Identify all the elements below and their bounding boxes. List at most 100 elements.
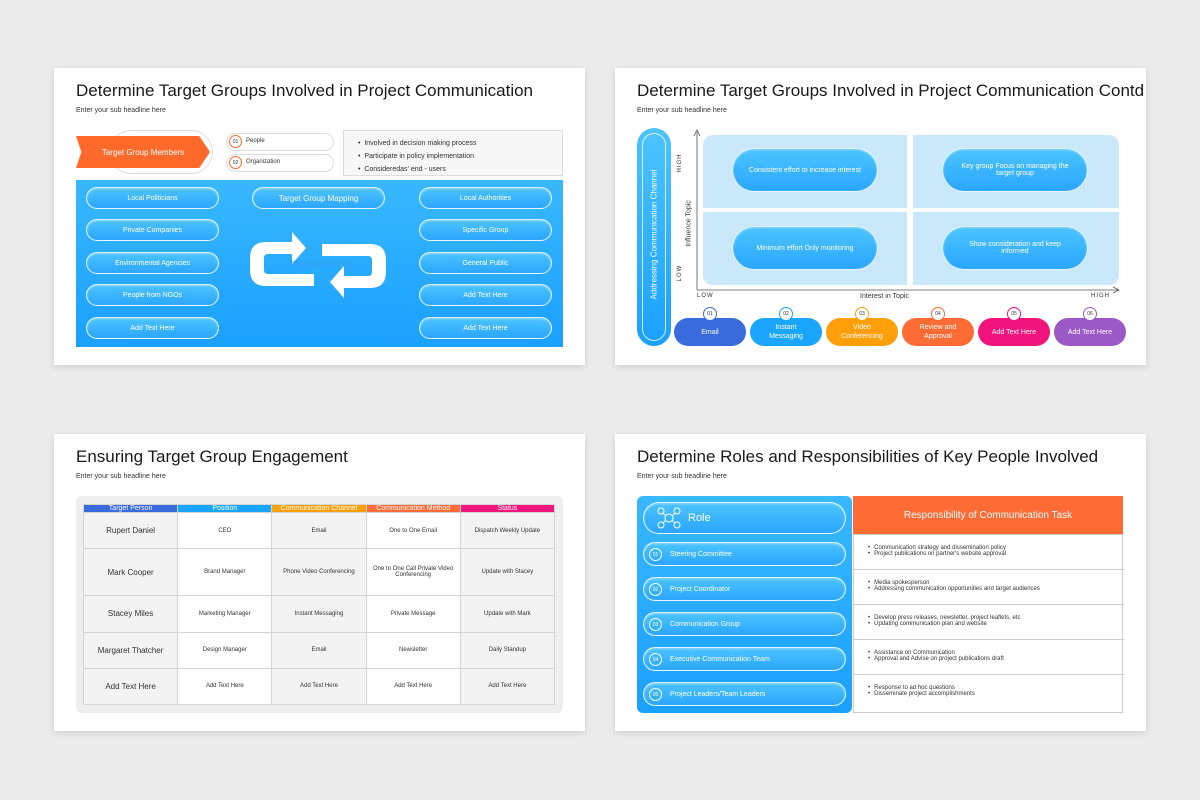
channel-number: 03	[855, 307, 869, 321]
channel-button[interactable]: Add Text Here	[978, 318, 1050, 346]
responsibility-item: Response to ad hoc questions	[868, 685, 1124, 691]
channel-button[interactable]: Video Conferencing	[826, 318, 898, 346]
role-label: Steering Committee	[670, 550, 732, 558]
network-icon	[657, 507, 681, 529]
responsibility-item: Media spokesperson	[868, 580, 1124, 586]
table-cell: Instant Messaging	[271, 595, 367, 633]
channel-label: Add Text Here	[1067, 328, 1113, 336]
channel-button[interactable]: Instant Messaging	[750, 318, 822, 346]
role-label: Project Leaders/Team Leaders	[670, 690, 766, 698]
cycle-arrows-icon	[250, 232, 386, 298]
responsibility-panel: Responsibility of Communication Task Com…	[853, 496, 1124, 713]
option-people[interactable]: 01 People	[226, 133, 334, 151]
header-status: Status	[459, 504, 556, 513]
left-item[interactable]: Private Companies	[86, 219, 219, 241]
role-number: 03	[649, 618, 662, 631]
channel-label: Review and Approval	[919, 324, 957, 340]
channel-button[interactable]: Email	[674, 318, 746, 346]
right-item[interactable]: Specific Group	[419, 219, 552, 241]
target-members-arrow: Target Group Members	[76, 136, 210, 168]
slide-target-groups-contd: Determine Target Groups Involved in Proj…	[615, 68, 1146, 365]
table-container: Target Person Position Communication Cha…	[76, 496, 563, 713]
table-cell: Add Text Here	[271, 667, 367, 706]
responsibility-item: Project publications on partner's websit…	[868, 551, 1124, 557]
slide-subtitle: Enter your sub headline here	[76, 107, 166, 114]
table-cell: Private Message	[365, 595, 461, 633]
role-number: 02	[649, 583, 662, 596]
role-header: Role	[643, 502, 846, 534]
table-cell: Phone Video Conferencing	[271, 548, 367, 597]
x-high-label: HIGH	[1091, 293, 1110, 299]
role-number: 01	[649, 548, 662, 561]
slide-title: Determine Roles and Responsibilities of …	[637, 447, 1099, 466]
y-low-label: LOW	[677, 264, 683, 282]
table-cell: Dispatch Weekly Update	[459, 511, 556, 550]
mapping-label[interactable]: Target Group Mapping	[252, 187, 385, 209]
quadrant-label[interactable]: Key group Focus on managing the target g…	[942, 148, 1088, 192]
right-item[interactable]: General Public	[419, 252, 552, 274]
slide-subtitle: Enter your sub headline here	[637, 107, 727, 114]
channel-label: Email	[701, 328, 719, 336]
role-item[interactable]: 03 Communication Group	[643, 612, 846, 636]
channel-number: 04	[931, 307, 945, 321]
role-header-label: Role	[688, 512, 711, 524]
option-label: Organization	[246, 159, 281, 165]
role-item[interactable]: 01 Steering Committee	[643, 542, 846, 566]
table-cell: Daily Standup	[459, 631, 556, 669]
slide-subtitle: Enter your sub headline here	[76, 473, 166, 480]
left-item[interactable]: Local Politicians	[86, 187, 219, 209]
channel-button[interactable]: Review and Approval	[902, 318, 974, 346]
slide-engagement: Ensuring Target Group Engagement Enter y…	[54, 434, 585, 731]
right-item[interactable]: Add Text Here	[419, 317, 552, 339]
role-label: Communication Group	[670, 620, 741, 628]
table-cell: Email	[271, 631, 367, 669]
option-number: 01	[229, 135, 242, 148]
responsibility-item: Assistance on Communication	[868, 650, 1124, 656]
slide-title: Ensuring Target Group Engagement	[76, 447, 348, 466]
role-item[interactable]: 02 Project Coordinator	[643, 577, 846, 601]
responsibility-item: Addressing communication opportunities a…	[868, 586, 1124, 592]
x-low-label: LOW	[697, 293, 714, 299]
left-item[interactable]: People from NGOs	[86, 284, 219, 306]
quadrant-label[interactable]: Minimum effort Only monitoring	[732, 226, 878, 270]
channel-label: Add Text Here	[991, 328, 1037, 336]
table-cell: Mark Cooper	[82, 548, 179, 597]
table-cell: Add Text Here	[177, 667, 273, 706]
right-item[interactable]: Add Text Here	[419, 284, 552, 306]
responsibility-row: Communication strategy and dissemination…	[854, 535, 1124, 570]
slide-title: Determine Target Groups Involved in Proj…	[76, 81, 534, 100]
table-cell: Update with Stacey	[459, 548, 556, 597]
responsibility-row: Develop press releases, newsletter, proj…	[854, 605, 1124, 640]
responsibility-list: Communication strategy and dissemination…	[853, 534, 1124, 713]
channel-button[interactable]: Add Text Here	[1054, 318, 1126, 346]
left-item[interactable]: Environmental Agencies	[86, 252, 219, 274]
table-cell: Margaret Thatcher	[82, 631, 179, 669]
right-item[interactable]: Local Authorities	[419, 187, 552, 209]
role-label: Project Coordinator	[670, 585, 731, 593]
responsibility-item: Communication strategy and dissemination…	[868, 545, 1124, 551]
quadrant-label[interactable]: Consistent effort to increase interest	[732, 148, 878, 192]
bullet-item: • Involved in decision making process	[358, 140, 477, 147]
header-method: Communication Method	[365, 504, 461, 513]
responsibility-item: Approval and Advise on project publicati…	[868, 656, 1124, 662]
left-item[interactable]: Add Text Here	[86, 317, 219, 339]
y-high-label: HIGH	[677, 153, 683, 173]
table-cell: Add Text Here	[459, 667, 556, 706]
y-axis-label: Influence Topic	[685, 200, 693, 247]
channel-vertical-label: Addressing Communication Channel	[649, 169, 659, 300]
channel-number: 06	[1083, 307, 1097, 321]
slide-target-groups: Determine Target Groups Involved in Proj…	[54, 68, 585, 365]
table-cell: Design Manager	[177, 631, 273, 669]
quadrant-label[interactable]: Show consideration and keep informed	[942, 226, 1088, 270]
table-cell: Stacey Miles	[82, 595, 179, 633]
table-cell: Brand Manager	[177, 548, 273, 597]
table-cell: One to One Email	[365, 511, 461, 550]
x-axis-label: Interest in Topic	[860, 293, 909, 300]
channel-number: 01	[703, 307, 717, 321]
option-organization[interactable]: 02 Organization	[226, 154, 334, 172]
table-cell: Update with Mark	[459, 595, 556, 633]
role-label: Executive Communication Team	[670, 655, 770, 663]
